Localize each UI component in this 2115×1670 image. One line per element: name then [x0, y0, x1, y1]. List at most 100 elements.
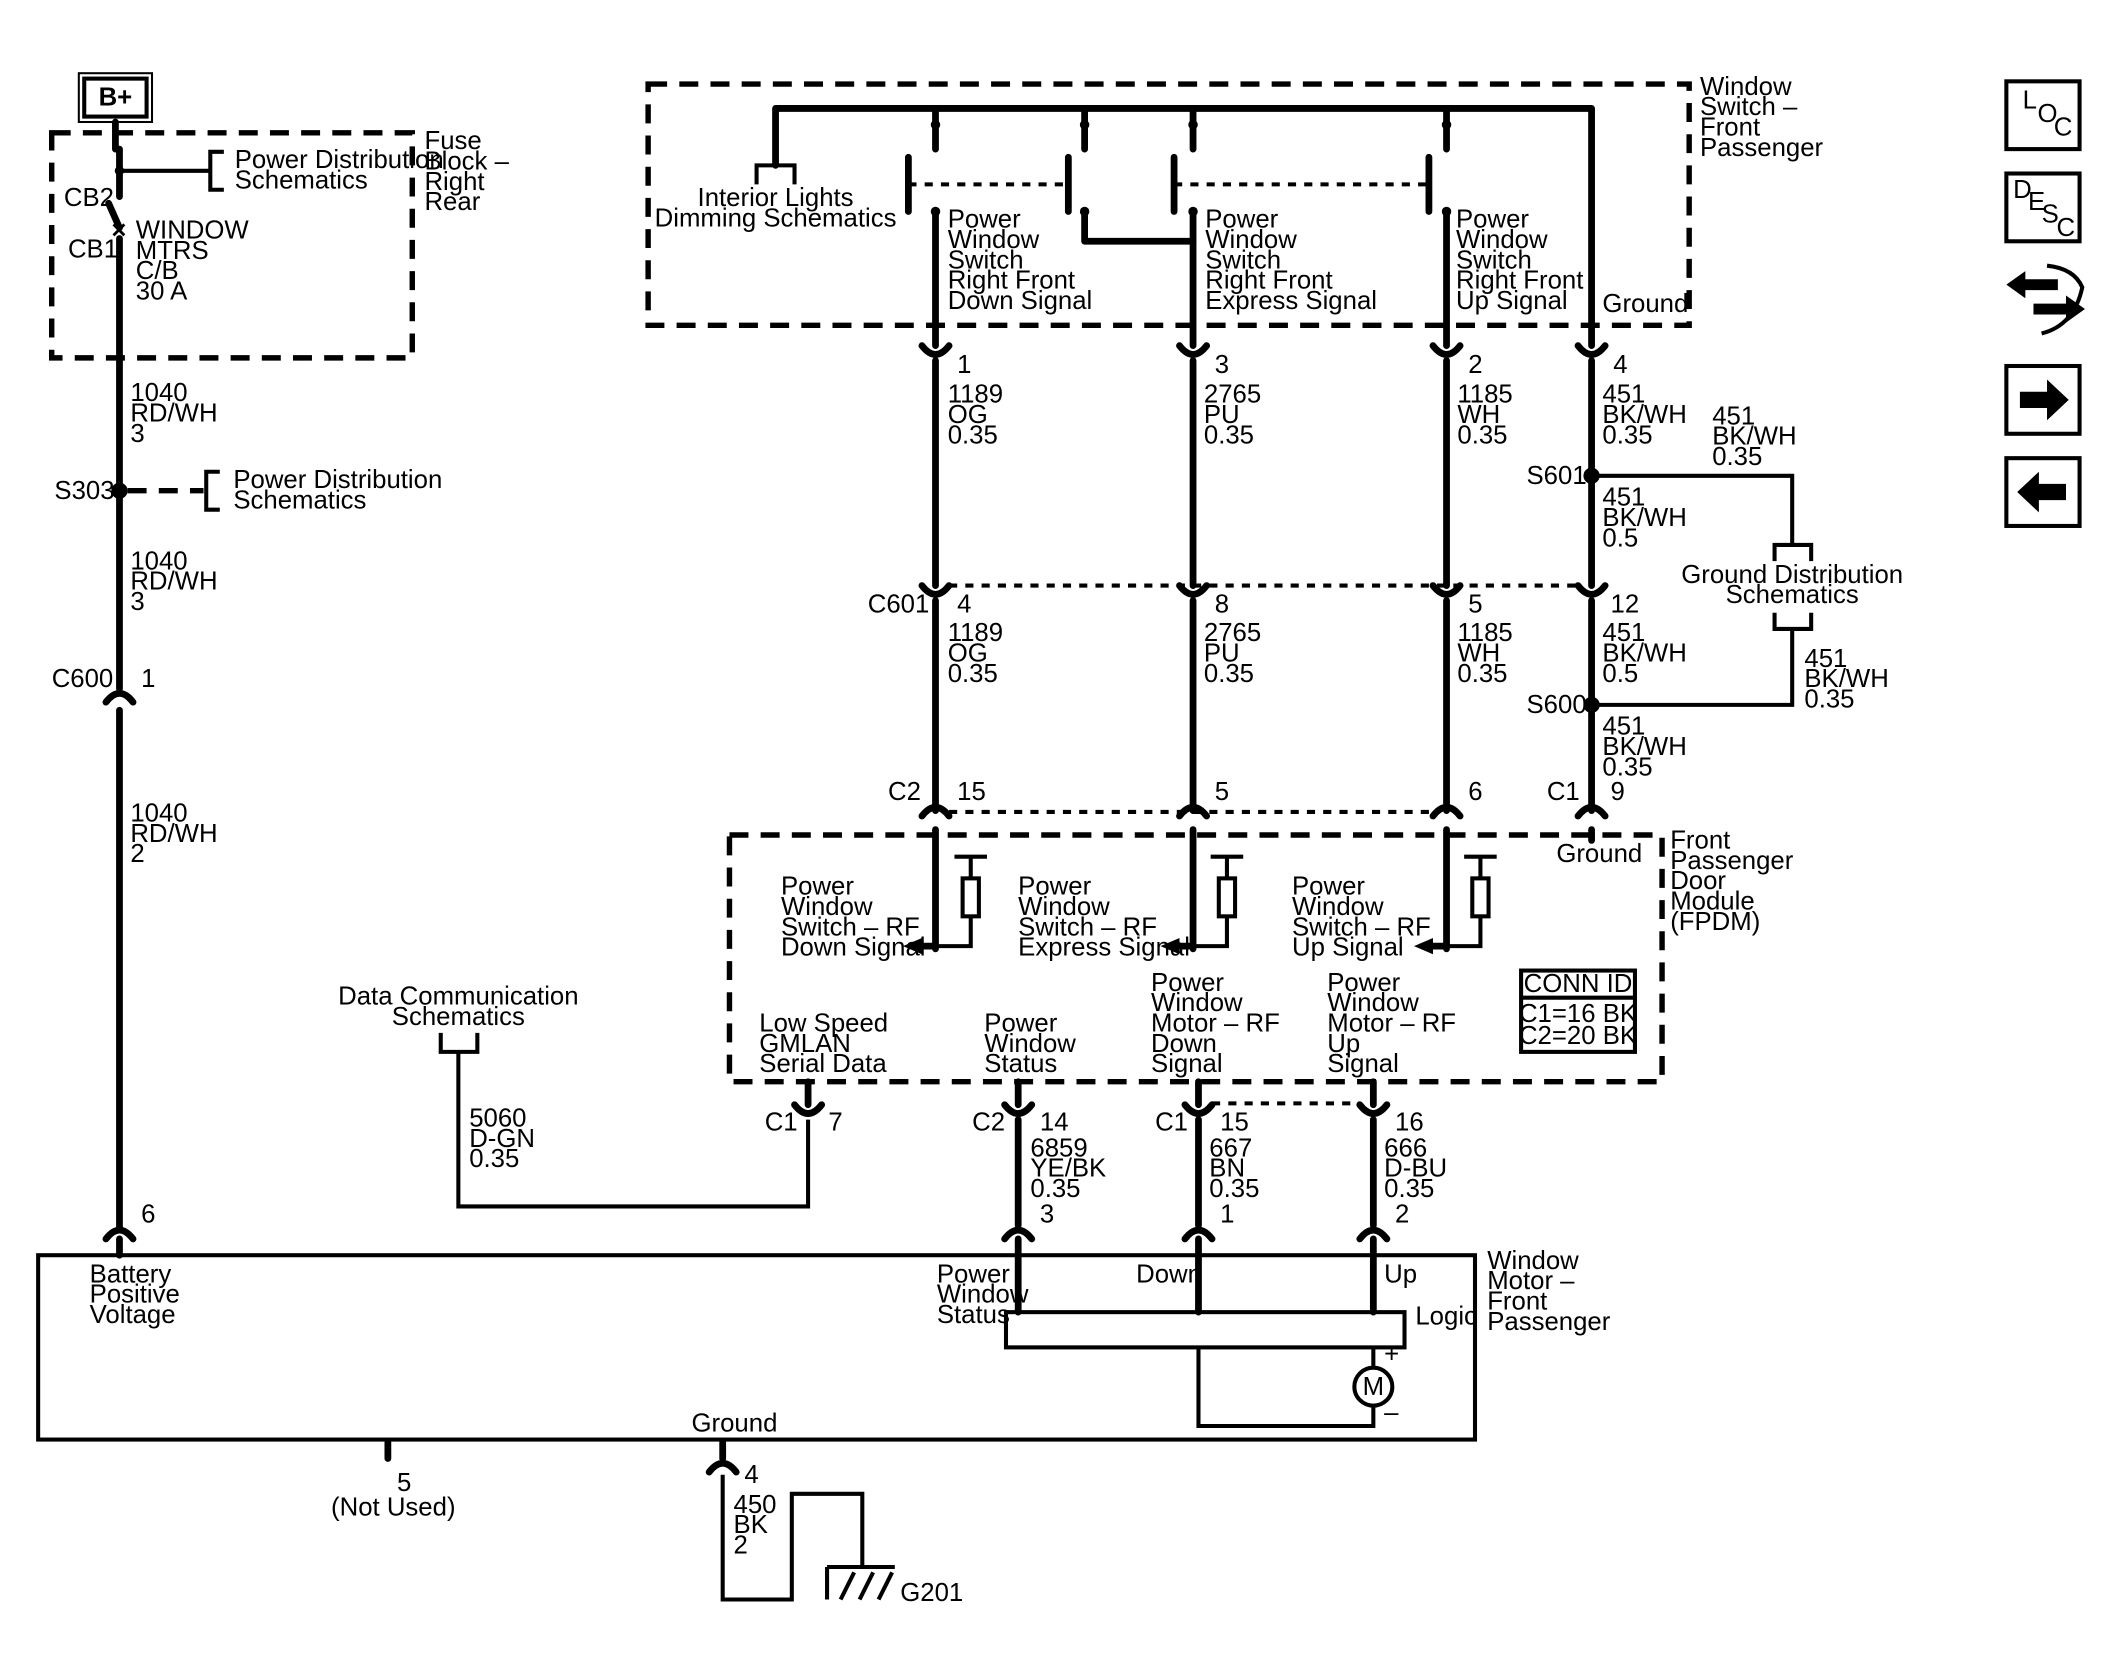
motor-icon: [1352, 1365, 1395, 1408]
svg-text:S601: S601: [1527, 462, 1587, 490]
svg-text:S303: S303: [54, 477, 114, 505]
svg-text:4: 4: [957, 591, 971, 619]
svg-text:5: 5: [1468, 591, 1482, 619]
svg-text:C1: C1: [1155, 1109, 1188, 1137]
pin-5-not-used: 5 (Not Used): [331, 1438, 456, 1521]
svg-text:Ground: Ground: [1556, 840, 1642, 868]
svg-text:CB2: CB2: [64, 184, 114, 212]
svg-text:C2: C2: [972, 1109, 1005, 1137]
fpdm-lower-connectors: C1 7 C2 14 C1 15 16: [765, 1101, 1424, 1137]
svg-text:O: O: [2038, 100, 2058, 128]
svg-text:C2=20 BK: C2=20 BK: [1519, 1022, 1637, 1050]
svg-text:2: 2: [1468, 351, 1482, 379]
arrow-left-icon: [2017, 471, 2067, 513]
svg-text:CB1: CB1: [68, 236, 118, 264]
resistor-down: [935, 854, 988, 949]
svg-text:G201: G201: [900, 1579, 963, 1607]
svg-text:S600: S600: [1527, 691, 1587, 719]
svg-text:+: +: [1384, 1340, 1399, 1368]
svg-text:C1: C1: [765, 1109, 798, 1137]
svg-text:Logic: Logic: [1415, 1302, 1477, 1330]
arrow-right-icon: [2019, 379, 2069, 421]
next-page-button[interactable]: [2004, 363, 2082, 436]
svg-text:M: M: [1363, 1373, 1384, 1401]
svg-text:7: 7: [828, 1109, 842, 1137]
svg-text:B+: B+: [99, 84, 133, 112]
svg-text:6: 6: [1468, 778, 1482, 806]
svg-text:CONN ID: CONN ID: [1524, 970, 1633, 998]
svg-text:4: 4: [744, 1461, 758, 1489]
loc-button[interactable]: L O C: [2004, 79, 2082, 152]
svg-text:C: C: [2057, 214, 2076, 242]
svg-text:L: L: [2023, 86, 2037, 114]
svg-text:9: 9: [1611, 778, 1625, 806]
svg-text:8: 8: [1215, 591, 1229, 619]
svg-text:3: 3: [1040, 1201, 1054, 1229]
svg-text:3: 3: [1215, 351, 1229, 379]
desc-button[interactable]: D E S C: [2004, 171, 2082, 244]
svg-text:5: 5: [397, 1469, 411, 1497]
svg-text:E: E: [2028, 188, 2045, 216]
svg-text:14: 14: [1040, 1109, 1069, 1137]
previous-page-button[interactable]: [2004, 456, 2082, 528]
switch-ground-label: Ground: [1602, 290, 1688, 318]
svg-text:S: S: [2042, 200, 2059, 228]
connector-swap-icon[interactable]: [2006, 263, 2085, 336]
svg-text:1: 1: [957, 351, 971, 379]
svg-text:C2: C2: [888, 778, 921, 806]
svg-text:6: 6: [141, 1201, 155, 1229]
svg-text:15: 15: [1220, 1109, 1249, 1137]
switch-connector-pins: 1 3 2 4: [918, 342, 1628, 379]
svg-text:C601: C601: [868, 591, 930, 619]
svg-text:15: 15: [957, 778, 986, 806]
svg-text:C1: C1: [1547, 778, 1580, 806]
conn-id-table: CONN ID C1=16 BK C2=20 BK: [1519, 968, 1637, 1054]
battery-positive: B+: [77, 72, 154, 124]
svg-text:4: 4: [1613, 351, 1627, 379]
connector-c600: C600 1: [52, 665, 155, 706]
svg-text:12: 12: [1611, 591, 1640, 619]
connector-c601: C601 4 8 5 12: [868, 582, 1640, 619]
